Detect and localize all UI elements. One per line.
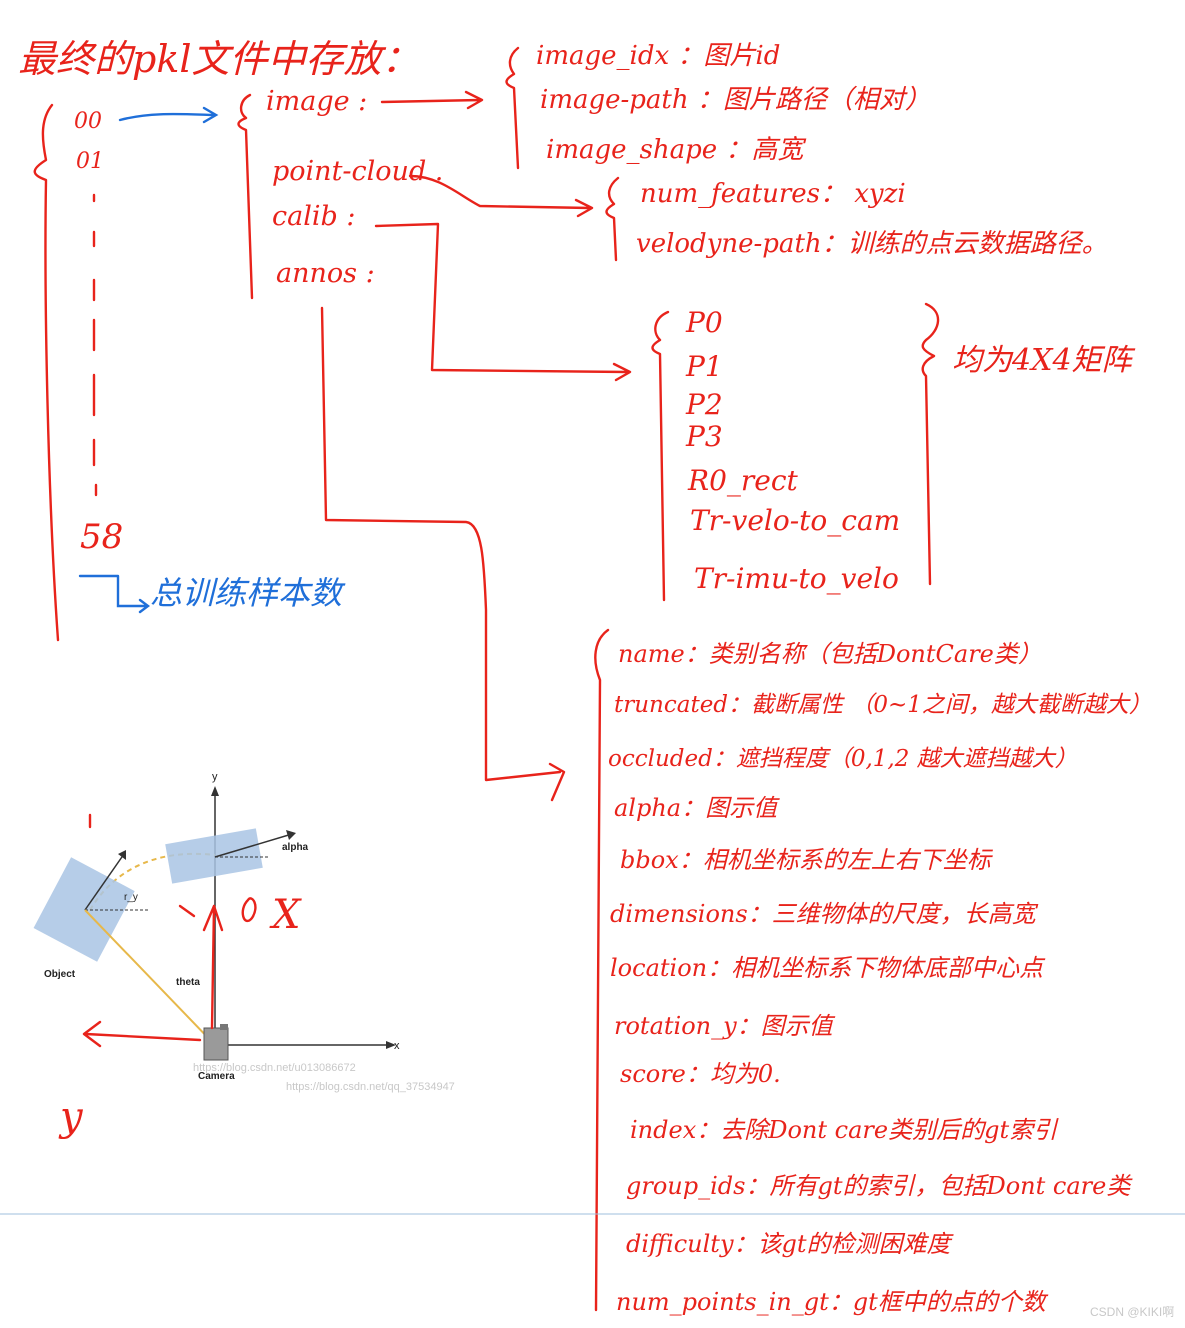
annos-field-group-ids: group_ids：所有gt的索引，包括Dont care类 (626, 1172, 1133, 1200)
annos-arrow (320, 306, 566, 802)
key-point-cloud: point-cloud . (272, 156, 443, 187)
annos-field-index: index：去除Dont care类别后的gt索引 (630, 1116, 1059, 1144)
axis-x-label: x (394, 1040, 400, 1052)
image-field-shape: image_shape ：高宽 (546, 135, 806, 165)
point-cloud-bracket (605, 176, 620, 262)
list-item-second: 01 (76, 149, 104, 174)
key-image: image : (266, 86, 367, 117)
list-bracket (33, 103, 60, 642)
ry-label: r_y (124, 892, 138, 903)
hand-x-label: X (269, 892, 302, 938)
image-fields-bracket (505, 46, 520, 170)
index-to-keys-arrow (118, 106, 219, 124)
key-calib: calib : (272, 201, 355, 232)
annos-field-truncated: truncated：截断属性 （0~1之间，越大截断越大） (614, 692, 1152, 718)
calib-field-tr-velo-to-cam: Tr-velo-to_cam (690, 504, 900, 537)
image-field-idx: image_idx ：图片id (536, 41, 780, 71)
calib-field-p2: P2 (685, 388, 723, 421)
image-arrow (380, 90, 484, 110)
object-label: Object (44, 969, 76, 980)
annos-field-rotation-y: rotation_y：图示值 (614, 1012, 836, 1040)
point-cloud-field-path: velodyne-path：训练的点云数据路径。 (636, 229, 1108, 259)
calib-field-p0: P0 (685, 306, 723, 339)
camera-label: Camera (198, 1071, 235, 1082)
theta-label: theta (176, 977, 200, 988)
calib-arrow (374, 222, 632, 382)
annos-bracket (594, 628, 610, 1312)
annos-field-dimensions: dimensions：三维物体的尺度，长高宽 (610, 900, 1039, 928)
annos-field-bbox: bbox：相机坐标系的左上右下坐标 (620, 846, 994, 874)
corner-watermark: CSDN @KIKI啊 (1090, 1305, 1174, 1319)
figure-watermark-1: https://blog.csdn.net/u013086672 (193, 1062, 356, 1074)
calib-field-p3: P3 (685, 420, 723, 453)
annos-field-location: location：相机坐标系下物体底部中心点 (610, 954, 1046, 982)
point-cloud-field-features: num_features： xyzi (640, 179, 906, 209)
calib-right-brace (921, 302, 940, 586)
keys-bracket (237, 93, 254, 300)
calib-note: 均为4X4矩阵 (952, 343, 1136, 378)
page-title: 最终的pkl文件中存放： (18, 37, 420, 81)
list-item-first: 00 (74, 109, 102, 134)
hand-y-label: y (58, 1094, 84, 1140)
annos-field-num-points: num_points_in_gt：gt框中的点的个数 (616, 1288, 1049, 1316)
calib-field-r0-rect: R0_rect (687, 464, 799, 497)
point-cloud-arrow (408, 174, 594, 218)
caption-arrow (78, 574, 150, 614)
image-field-path: image-path ：图片路径（相对） (540, 85, 931, 115)
annos-field-score: score：均为0. (620, 1060, 781, 1088)
list-item-last: 58 (80, 517, 123, 557)
annos-field-name: name：类别名称（包括DontCare类） (618, 640, 1042, 668)
key-annos: annos : (276, 258, 375, 289)
axis-y-label: y (212, 771, 218, 783)
calib-field-p1: P1 (685, 350, 723, 383)
list-caption: 总训练样本数 (150, 574, 346, 612)
coordinate-figure: y x alpha r_y Object theta Camera https:… (33, 771, 455, 1140)
annos-field-difficulty: difficulty：该gt的检测困难度 (626, 1230, 955, 1258)
annos-field-alpha: alpha：图示值 (614, 794, 780, 822)
alpha-label: alpha (282, 842, 309, 853)
annos-field-occluded: occluded：遮挡程度（0,1,2 越大遮挡越大） (608, 746, 1078, 772)
calib-bracket (651, 310, 670, 602)
list-ellipsis (92, 193, 98, 497)
figure-watermark-2: https://blog.csdn.net/qq_37534947 (286, 1081, 455, 1093)
calib-field-tr-imu-to-velo: Tr-imu-to_velo (694, 562, 899, 595)
